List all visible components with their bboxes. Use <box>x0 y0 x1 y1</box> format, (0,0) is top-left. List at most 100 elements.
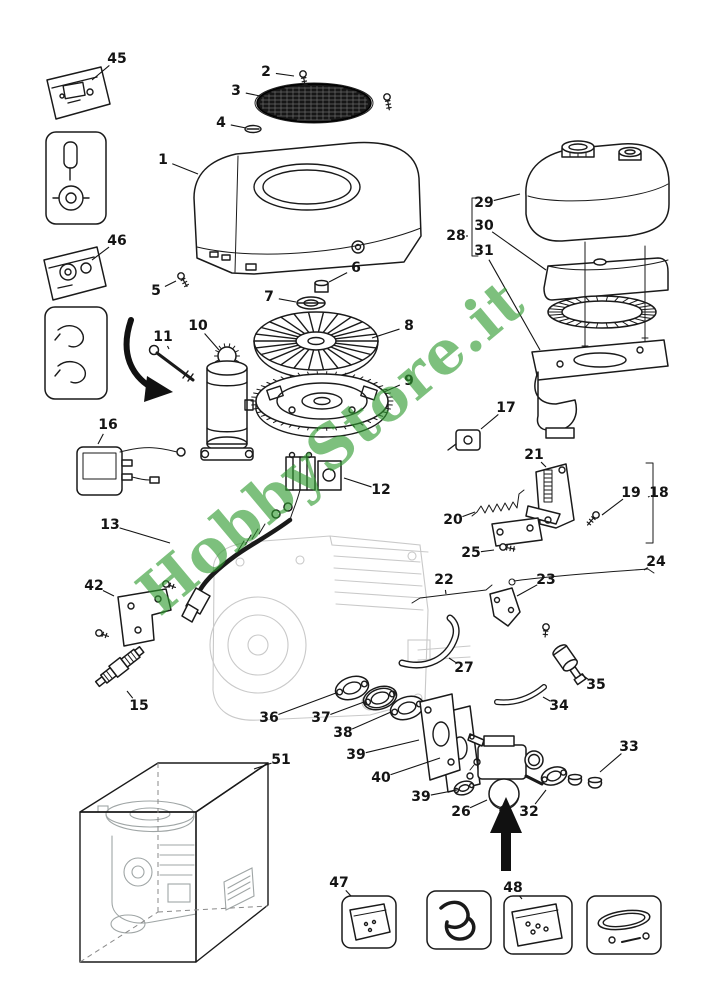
callout-label-19: 19 <box>621 485 640 501</box>
callout-label-10: 10 <box>188 318 208 334</box>
carb-spacer-37 <box>362 685 398 711</box>
callout-label-5: 5 <box>151 283 161 299</box>
callout-leader-30 <box>491 231 547 271</box>
flywheel-nut <box>314 279 329 293</box>
callout-leader-18 <box>647 495 650 498</box>
carb-gasket-38 <box>389 695 425 721</box>
grille-screen <box>254 82 374 124</box>
carb-gasket-39b <box>453 780 475 796</box>
callout-leader-5 <box>164 280 177 288</box>
callout-label-42: 42 <box>84 578 103 594</box>
governor-spring <box>471 489 525 517</box>
cooling-fan <box>253 311 379 379</box>
air-cleaner-assembly <box>531 241 669 439</box>
fuel-tank <box>525 140 670 242</box>
callout-label-28: 28 <box>446 228 465 244</box>
ignition-coil <box>285 451 342 491</box>
callout-leader-45 <box>91 65 110 81</box>
kit-48-gasket-box <box>586 895 662 955</box>
callout-brace-18 <box>645 462 654 544</box>
assembly-direction-arrow <box>490 797 522 871</box>
spark-plug-cable <box>181 489 301 623</box>
rotation-arrow <box>123 317 173 402</box>
governor-bracket <box>491 463 575 547</box>
callout-leader-33 <box>599 753 622 773</box>
kit-45-float-box <box>45 131 107 225</box>
kit-46-clip-box <box>44 306 108 400</box>
callout-leader-39 <box>430 789 458 796</box>
callout-label-4: 4 <box>216 115 226 131</box>
link-rod <box>508 568 655 586</box>
callout-label-6: 6 <box>351 260 361 276</box>
kit-46-bag <box>43 246 107 301</box>
callout-label-9: 9 <box>404 373 414 389</box>
callout-label-23: 23 <box>536 572 555 588</box>
callout-leader-22 <box>444 589 447 595</box>
callout-label-46: 46 <box>107 233 126 249</box>
callout-label-25: 25 <box>461 545 480 561</box>
callout-label-1: 1 <box>158 152 168 168</box>
callout-leader-11 <box>166 345 170 350</box>
callout-label-2: 2 <box>261 64 271 80</box>
breather-tube <box>398 614 460 669</box>
callout-leader-40 <box>390 757 441 776</box>
callout-label-40: 40 <box>371 770 391 786</box>
callout-leader-48 <box>518 895 523 900</box>
callout-label-8: 8 <box>404 318 414 334</box>
callout-label-36: 36 <box>259 710 278 726</box>
callout-leader-51 <box>253 762 272 770</box>
callout-leader-6 <box>328 272 348 283</box>
callout-leader-47 <box>345 889 352 897</box>
callout-leader-4 <box>230 124 247 129</box>
callout-leader-1 <box>172 163 199 175</box>
callout-leader-9 <box>383 384 401 393</box>
callout-label-13: 13 <box>100 517 119 533</box>
spark-plug <box>94 646 145 688</box>
cap-nuts-33 <box>567 773 603 789</box>
callout-label-45: 45 <box>107 51 126 67</box>
callout-label-22: 22 <box>434 572 453 588</box>
cdi-unit <box>76 446 186 496</box>
callout-label-38: 38 <box>333 725 352 741</box>
callout-leader-38 <box>351 711 392 730</box>
callout-label-21: 21 <box>524 447 543 463</box>
starter-bolt <box>148 344 195 382</box>
governor-lever <box>489 587 521 627</box>
callout-leader-17 <box>480 414 499 430</box>
callout-brace-28 <box>471 197 479 257</box>
callout-label-15: 15 <box>129 698 148 714</box>
callout-leader-26 <box>469 799 488 809</box>
callout-label-18: 18 <box>649 485 668 501</box>
callout-label-31: 31 <box>474 243 493 259</box>
callout-label-20: 20 <box>443 512 463 528</box>
callout-label-32: 32 <box>519 804 538 820</box>
heat-shield-39 <box>419 693 461 781</box>
callout-leader-35 <box>580 673 589 680</box>
callout-label-37: 37 <box>311 710 330 726</box>
callout-leader-24 <box>643 567 648 571</box>
small-screws <box>95 70 600 639</box>
callout-leader-25 <box>480 549 495 553</box>
callout-label-29: 29 <box>474 195 493 211</box>
callout-leader-29 <box>493 193 521 202</box>
callout-leader-20 <box>462 511 476 518</box>
callout-leader-16 <box>97 433 104 445</box>
callout-leader-15 <box>126 690 134 699</box>
carburettor <box>467 733 544 815</box>
kit-45-bag <box>46 66 111 120</box>
callout-label-7: 7 <box>264 289 274 305</box>
callout-label-51: 51 <box>271 752 290 768</box>
callout-label-34: 34 <box>549 698 569 714</box>
carb-gasket-32 <box>540 766 568 786</box>
callout-leader-2 <box>275 72 295 77</box>
callout-label-11: 11 <box>153 329 172 345</box>
kit-48-bag-box <box>503 895 573 955</box>
kit-47-clip-box <box>426 890 492 950</box>
callout-label-33: 33 <box>619 739 638 755</box>
starter-cup <box>296 296 326 310</box>
flywheel-ring-gear <box>250 371 394 438</box>
callout-label-30: 30 <box>474 218 494 234</box>
callout-label-12: 12 <box>371 482 390 498</box>
callout-label-3: 3 <box>231 83 241 99</box>
